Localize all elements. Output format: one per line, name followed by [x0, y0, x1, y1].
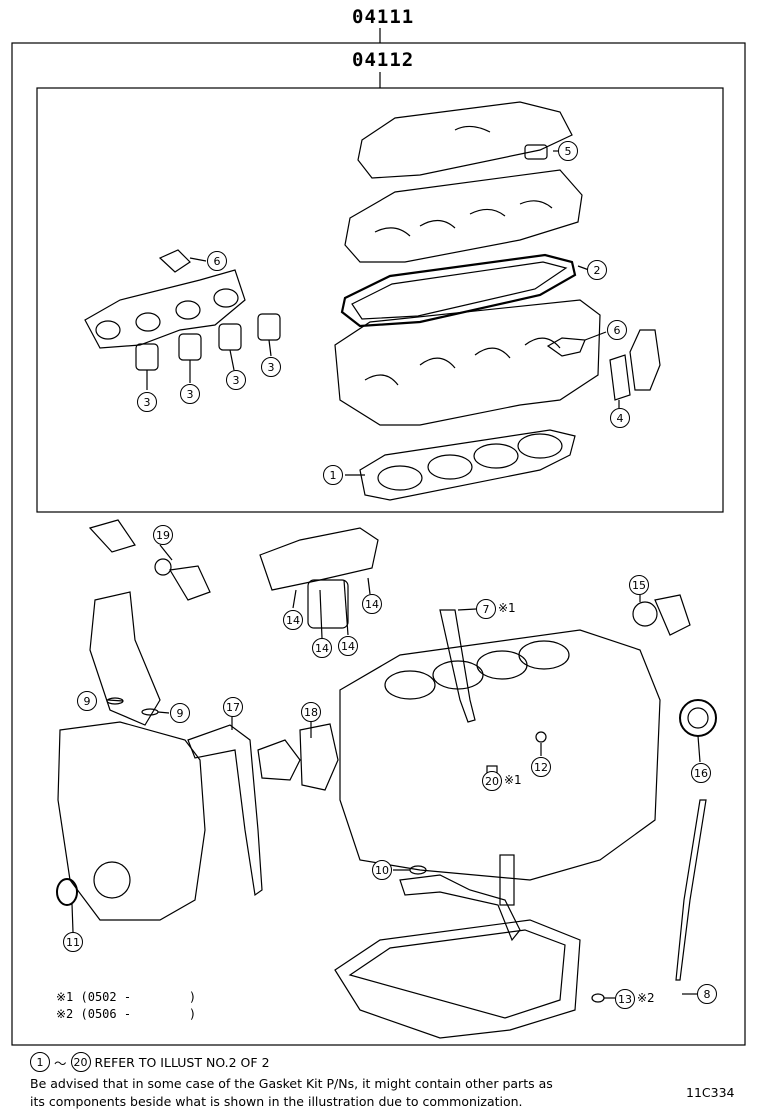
callout-3: 3: [137, 392, 157, 412]
timing-cover-shape: [57, 721, 206, 921]
callout-14: 14: [338, 636, 358, 656]
callout-17: 17: [223, 697, 243, 717]
head-cover-gasket-shape: [340, 253, 577, 328]
range-end-callout: 20: [70, 1052, 91, 1072]
callout-14: 14: [312, 638, 332, 658]
inner-kit-number: 04112: [352, 49, 415, 71]
callout-5: 5: [558, 141, 578, 161]
callout-8: 8: [697, 984, 717, 1004]
callout-19: 19: [153, 525, 173, 545]
footer-note-line-1: Be advised that in some case of the Gask…: [30, 1076, 553, 1091]
outer-kit-number: 04111: [352, 6, 415, 28]
footer-reference: 1 ～ 20 REFER TO ILLUST NO.2 OF 2: [30, 1051, 270, 1073]
cylinder-head-shape: [334, 299, 601, 426]
callout-11: 11: [63, 932, 83, 952]
range-separator: ～: [54, 1055, 67, 1071]
callout-3: 3: [180, 384, 200, 404]
callout-16: 16: [691, 763, 711, 783]
oil-filler-cap-gasket-shape: [524, 144, 548, 160]
exhaust-manifold-shape: [84, 269, 246, 349]
cylinder-head-gasket-shape: [359, 429, 576, 501]
callout-10: 10: [372, 860, 392, 880]
callout-14: 14: [362, 594, 382, 614]
callout-4: 4: [610, 408, 630, 428]
callout-20: 20: [482, 771, 502, 791]
callout-13: 13: [615, 989, 635, 1009]
outer-kit-frame: [11, 42, 746, 1046]
callout-14: 14: [283, 610, 303, 630]
callout-1: 1: [323, 465, 343, 485]
callout-6: 6: [207, 251, 227, 271]
cylinder-head-cover-shape: [357, 101, 573, 179]
footer-note-line-2: its components beside what is shown in t…: [30, 1094, 523, 1109]
callout-20-mark: ※1: [504, 773, 522, 787]
callout-9: 9: [77, 691, 97, 711]
cylinder-block-shape: [339, 629, 661, 881]
inner-kit-frame: [36, 87, 724, 513]
callout-9: 9: [170, 703, 190, 723]
legend-mark-1: ※1 (0502 - ): [56, 990, 197, 1004]
legend-mark-2: ※2 (0506 - ): [56, 1007, 197, 1021]
oil-pan-shape: [334, 919, 581, 1039]
callout-3: 3: [261, 357, 281, 377]
callout-7-mark: ※1: [498, 601, 516, 615]
range-start-callout: 1: [30, 1052, 50, 1072]
callout-2: 2: [587, 260, 607, 280]
callout-13-mark: ※2: [637, 991, 655, 1005]
callout-7: 7: [476, 599, 496, 619]
callout-3: 3: [226, 370, 246, 390]
callout-18: 18: [301, 702, 321, 722]
callout-12: 12: [531, 757, 551, 777]
callout-6: 6: [607, 320, 627, 340]
intake-manifold-shape: [259, 527, 379, 591]
range-text: REFER TO ILLUST NO.2 OF 2: [94, 1054, 270, 1070]
illustration-code: 11C334: [686, 1085, 735, 1100]
callout-15: 15: [629, 575, 649, 595]
